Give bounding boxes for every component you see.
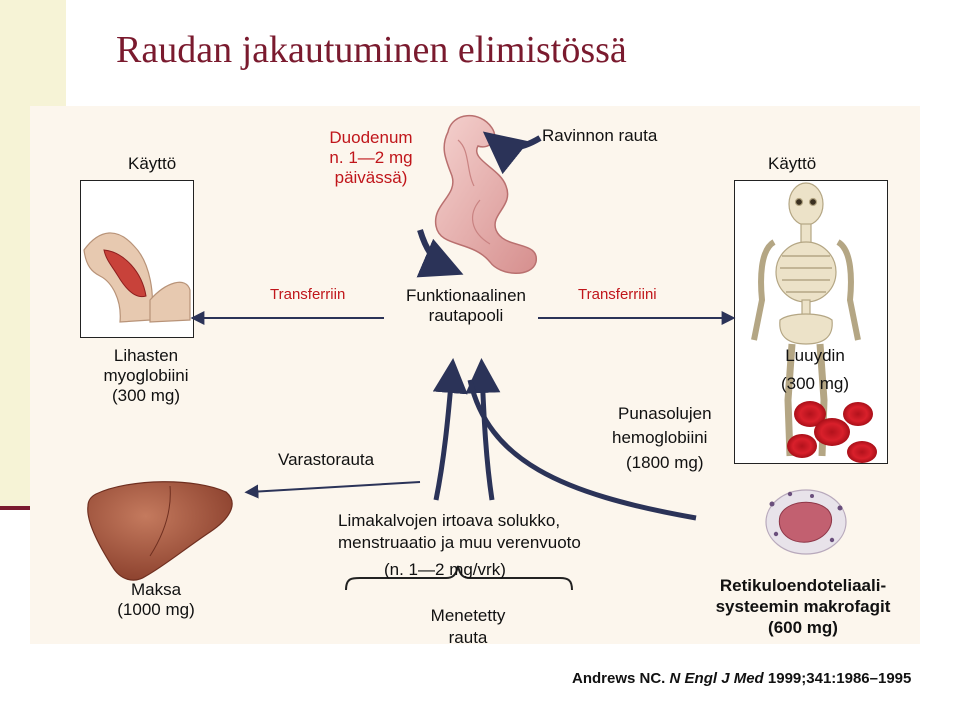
- liver-label-1: Maksa: [130, 580, 182, 599]
- citation-author: Andrews NC.: [572, 670, 666, 687]
- citation-journal: N Engl J Med: [669, 670, 764, 687]
- storage-iron-label: Varastorauta: [278, 450, 375, 469]
- res-label-1: Retikuloendoteliaali-: [719, 576, 887, 595]
- lost-iron-label-1: Menetetty: [430, 606, 506, 625]
- to-liver-arrow: [244, 481, 421, 499]
- muscle-label-3: (300 mg): [111, 386, 181, 405]
- storage-up-arrow: [432, 358, 468, 501]
- skeleton-icon: [751, 182, 861, 457]
- usage-right-label: Käyttö: [768, 154, 817, 173]
- rbc-label-1: Punasolujen: [618, 404, 712, 423]
- functional-pool-label-2: rautapooli: [428, 306, 504, 325]
- loss-label-1: Limakalvojen irtoava solukko,: [338, 511, 561, 530]
- lost-iron-label-2: rauta: [448, 628, 488, 647]
- transferrin-right-label: Transferriini: [578, 286, 657, 303]
- citation: Andrews NC. N Engl J Med 1999;341:1986–1…: [572, 670, 911, 687]
- left-accent-line: [0, 506, 32, 510]
- rbc-sweep-arrow: [467, 379, 697, 521]
- slide-title: Raudan jakautuminen elimistössä: [116, 29, 627, 71]
- red-blood-cells-icon: [787, 401, 877, 463]
- res-label-2: systeemin makrofagit: [715, 597, 891, 616]
- duodenum-label-3: päivässä): [334, 168, 408, 187]
- absorption-arrow: [416, 229, 464, 278]
- citation-ref: 1999;341:1986–1995: [767, 670, 912, 687]
- arm-muscle-icon: [83, 232, 191, 323]
- rbc-label-2: hemoglobiini: [612, 428, 708, 447]
- liver-label-2: (1000 mg): [117, 600, 195, 619]
- duodenum-icon: [434, 114, 537, 274]
- loss-brace: [345, 565, 573, 591]
- transferrin-left-label: Transferriin: [270, 286, 346, 303]
- functional-pool-label-1: Funktionaalinen: [405, 286, 527, 305]
- duodenum-label-2: n. 1—2 mg: [329, 148, 413, 167]
- dietary-iron-arrow: [482, 131, 542, 175]
- res-label-3: (600 mg): [768, 618, 838, 637]
- macrophage-icon: [765, 489, 847, 555]
- bone-marrow-label-1: Luuydin: [785, 346, 845, 365]
- bone-marrow-label-2: (300 mg): [780, 374, 850, 393]
- recycling-up-arrow: [465, 358, 501, 501]
- usage-left-label: Käyttö: [128, 154, 177, 173]
- liver-icon: [87, 481, 233, 581]
- loss-label-2: menstruaatio ja muu verenvuoto: [338, 533, 581, 552]
- muscle-label-1: Lihasten: [113, 346, 179, 365]
- dietary-iron-label: Ravinnon rauta: [542, 126, 658, 145]
- rbc-label-3: (1800 mg): [626, 453, 704, 472]
- muscle-label-2: myoglobiini: [103, 366, 189, 385]
- duodenum-label-1: Duodenum: [329, 128, 413, 147]
- loss-label-3: (n. 1—2 mg/vrk): [384, 560, 506, 579]
